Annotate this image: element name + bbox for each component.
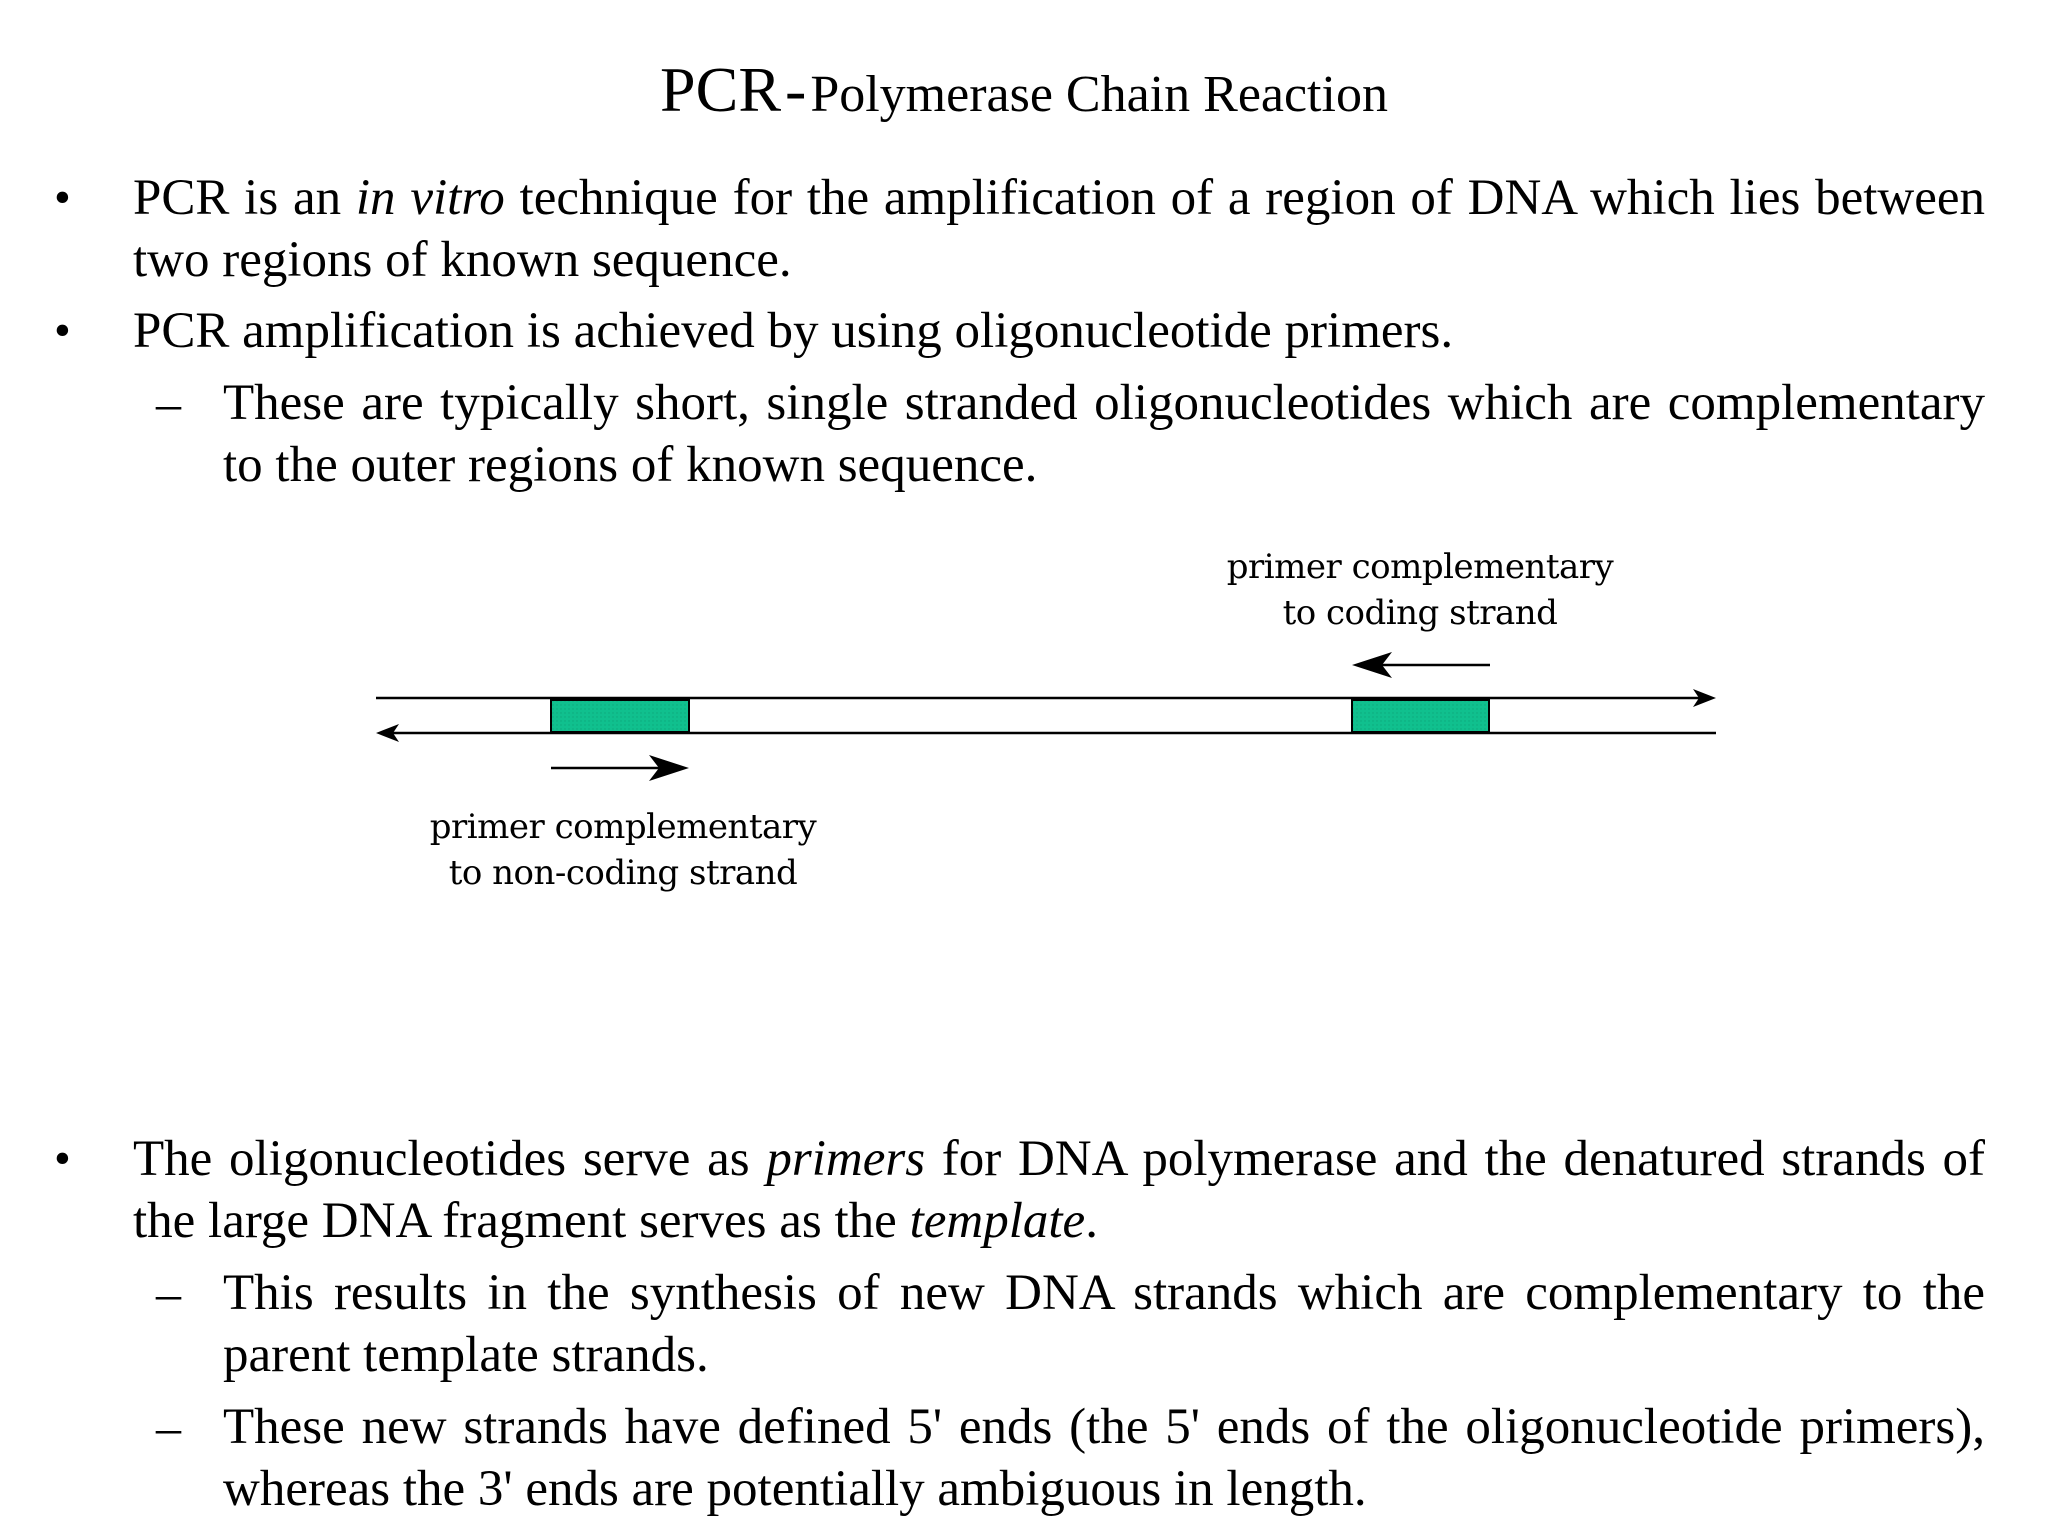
bullet-marker: •: [54, 1132, 71, 1185]
title-separator: -: [785, 54, 807, 125]
sub-bullet-2: This results in the synthesis of new DNA…: [223, 1265, 1985, 1383]
label-primer-coding-line1: primer complementary: [1226, 547, 1614, 587]
bullet-marker: •: [54, 304, 71, 357]
title-main: PCR: [660, 54, 781, 125]
coding-strand-arrowhead: [1693, 689, 1716, 707]
bullet-3-italic-template: template: [909, 1193, 1086, 1249]
bullet-3-italic-primers: primers: [766, 1131, 926, 1187]
label-primer-coding: primer complementary to coding strand: [1180, 544, 1660, 636]
dash-marker: –: [156, 375, 181, 431]
bullet-item-1: PCR is an in vitro technique for the amp…: [133, 167, 1985, 291]
bullet-marker: •: [54, 171, 71, 224]
bullet-1-italic: in vitro: [355, 170, 505, 226]
title-subtitle: Polymerase Chain Reaction: [810, 66, 1388, 123]
bullet-3-text-2: for DNA polymerase and the denatured str…: [133, 1131, 1985, 1249]
dash-marker: –: [156, 1265, 181, 1321]
bullet-3-text-1: The oligonucleotides serve as: [133, 1131, 767, 1187]
label-primer-noncoding-line2: to non-coding strand: [448, 853, 798, 893]
primer-arrow-noncoding-head: [649, 755, 689, 781]
noncoding-strand-arrowhead: [376, 724, 399, 742]
bullet-1-text-after: technique for the amplification of a reg…: [133, 170, 1985, 288]
sub-bullet-1: These are typically short, single strand…: [223, 375, 1985, 493]
bullet-1-text-before: PCR is an: [133, 170, 356, 226]
page-title: PCR - Polymerase Chain Reaction: [0, 58, 2048, 122]
bullet-item-2: PCR amplification is achieved by using o…: [133, 303, 1454, 359]
label-primer-noncoding-line1: primer complementary: [429, 807, 817, 847]
dash-marker: –: [156, 1399, 181, 1455]
primer-region-left: [550, 699, 690, 733]
label-primer-noncoding: primer complementary to non-coding stran…: [383, 804, 863, 896]
primer-region-right: [1351, 699, 1490, 733]
sub-bullet-3: These new strands have defined 5' ends (…: [223, 1399, 1985, 1517]
primer-arrow-coding-head: [1352, 652, 1392, 678]
bullet-3-text-3: .: [1085, 1193, 1098, 1249]
label-primer-coding-line2: to coding strand: [1282, 593, 1558, 633]
bullet-item-3: The oligonucleotides serve as primers fo…: [133, 1128, 1985, 1252]
